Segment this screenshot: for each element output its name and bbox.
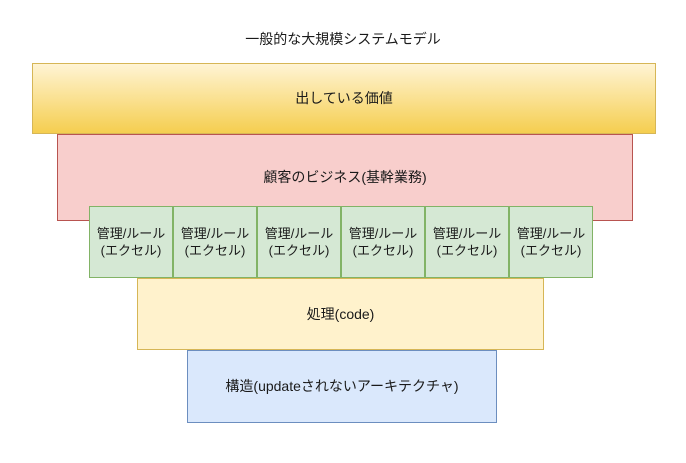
management-rule-label-line1: 管理/ルール <box>516 226 586 241</box>
management-rule-box: 管理/ルール (エクセル) <box>509 206 593 278</box>
management-rule-box: 管理/ルール (エクセル) <box>89 206 173 278</box>
layer-business-label: 顧客のビジネス(基幹業務) <box>263 169 427 185</box>
layer-value-box: 出している価値 <box>32 63 656 134</box>
management-rule-label-line1: 管理/ルール <box>348 226 418 241</box>
management-rule-label-line2: (エクセル) <box>436 243 498 258</box>
management-rule-box: 管理/ルール (エクセル) <box>341 206 425 278</box>
management-rule-label-line1: 管理/ルール <box>264 226 334 241</box>
management-rule-label-line1: 管理/ルール <box>96 226 166 241</box>
layer-code-box: 処理(code) <box>137 278 544 350</box>
layer-code-label: 処理(code) <box>306 305 375 322</box>
management-rule-label-line2: (エクセル) <box>100 243 162 258</box>
management-rule-box: 管理/ルール (エクセル) <box>173 206 257 278</box>
management-rule-label-line2: (エクセル) <box>352 243 414 258</box>
layer-structure-box: 構造(updateされないアーキテクチャ) <box>187 350 497 423</box>
management-rule-label-line2: (エクセル) <box>520 243 582 258</box>
management-rule-box: 管理/ルール (エクセル) <box>257 206 341 278</box>
management-rule-box: 管理/ルール (エクセル) <box>425 206 509 278</box>
management-rule-label-line2: (エクセル) <box>184 243 246 258</box>
layer-management-row: 管理/ルール (エクセル) 管理/ルール (エクセル) 管理/ルール (エクセル… <box>89 206 593 278</box>
diagram-title: 一般的な大規模システムモデル <box>245 31 441 47</box>
management-rule-label-line1: 管理/ルール <box>432 226 502 241</box>
layer-structure-label: 構造(updateされないアーキテクチャ) <box>225 378 459 394</box>
management-rule-label-line2: (エクセル) <box>268 243 330 258</box>
management-rule-label-line1: 管理/ルール <box>180 226 250 241</box>
layer-value-label: 出している価値 <box>295 90 393 106</box>
